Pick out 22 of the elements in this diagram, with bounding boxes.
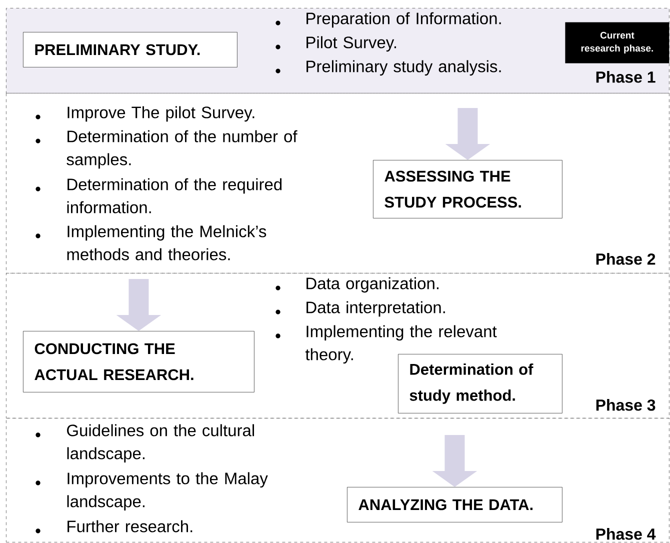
phase-label: Phase 2 — [596, 253, 656, 265]
step-box: ANALYZING THE DATA. — [347, 486, 562, 522]
phase-label: Phase 4 — [596, 528, 656, 540]
list-item: Pilot Survey. — [306, 36, 396, 52]
list-item: Guidelines on the cultural landscape. — [67, 424, 254, 463]
step-box: Determination of study method. — [398, 354, 562, 414]
step-box: CONDUCTING THE ACTUAL RESEARCH. — [23, 330, 254, 392]
list-item: Improve The pilot Survey. — [68, 106, 254, 122]
list-item: Determination of the number of samples. — [66, 130, 298, 169]
step-box: ASSESSING THE STUDY PROCESS. — [373, 160, 562, 218]
list-item: Implementing the Melnick’s methods and theories. — [67, 225, 266, 260]
list-item: Further research. — [68, 520, 192, 532]
list-item: Data organization. — [306, 277, 438, 293]
list-item: Preparation of Information. — [306, 12, 501, 28]
list-item: Determination of the required information. — [67, 178, 282, 214]
list-item: Preliminary study analysis. — [306, 60, 501, 76]
list-item: Improvements to the Malay landscape. — [67, 472, 268, 511]
phase-label: Phase 3 — [596, 399, 656, 411]
phase-label: Phase 1 — [596, 71, 656, 83]
status-badge: Current research phase. — [565, 22, 670, 64]
list-item: Data interpretation. — [306, 301, 445, 317]
step-box: PRELIMINARY STUDY. — [23, 32, 238, 68]
